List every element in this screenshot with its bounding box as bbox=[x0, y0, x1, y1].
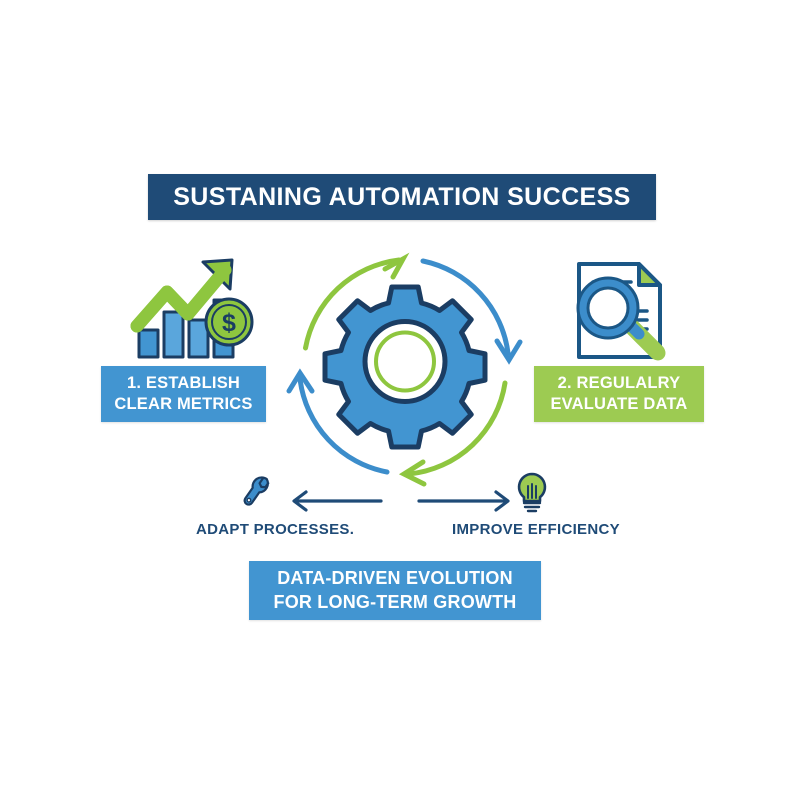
wrench-icon bbox=[237, 473, 277, 513]
step-label-line-2: EVALUATE DATA bbox=[550, 395, 688, 413]
page-title-banner: SUSTANING AUTOMATION SUCCESS bbox=[148, 174, 656, 220]
step-label-establish-clear-metrics[interactable]: 1. ESTABLISH CLEAR METRICS bbox=[101, 366, 266, 422]
outcome-label-improve-efficiency: IMPROVE EFFICIENCY bbox=[452, 521, 620, 538]
svg-text:$: $ bbox=[222, 309, 236, 337]
footer-line-1: DATA-DRIVEN EVOLUTION bbox=[277, 568, 513, 589]
page-title: SUSTANING AUTOMATION SUCCESS bbox=[173, 182, 631, 211]
step-label-regularly-evaluate-data[interactable]: 2. REGULALRY EVALUATE DATA bbox=[534, 366, 704, 422]
outcome-label-adapt-processes: ADAPT PROCESSES. bbox=[196, 521, 355, 538]
arrow-left-head bbox=[292, 490, 308, 512]
bidirectional-arrows bbox=[281, 488, 521, 514]
footer-line-2: FOR LONG-TERM GROWTH bbox=[273, 591, 517, 612]
document-magnifier-icon bbox=[565, 256, 675, 366]
footer-banner-data-driven-evolution[interactable]: DATA-DRIVEN EVOLUTION FOR LONG-TERM GROW… bbox=[249, 561, 541, 620]
gear-cycle-icon bbox=[281, 243, 529, 491]
lightbulb-icon bbox=[513, 472, 551, 514]
step-label-line-1: 2. REGULALRY bbox=[557, 373, 681, 392]
step-label-line-1: 1. ESTABLISH bbox=[126, 373, 241, 392]
step-label-line-2: CLEAR METRICS bbox=[114, 395, 253, 413]
arrow-right-head bbox=[494, 490, 510, 512]
growth-chart-dollar-icon: $ bbox=[130, 252, 254, 362]
